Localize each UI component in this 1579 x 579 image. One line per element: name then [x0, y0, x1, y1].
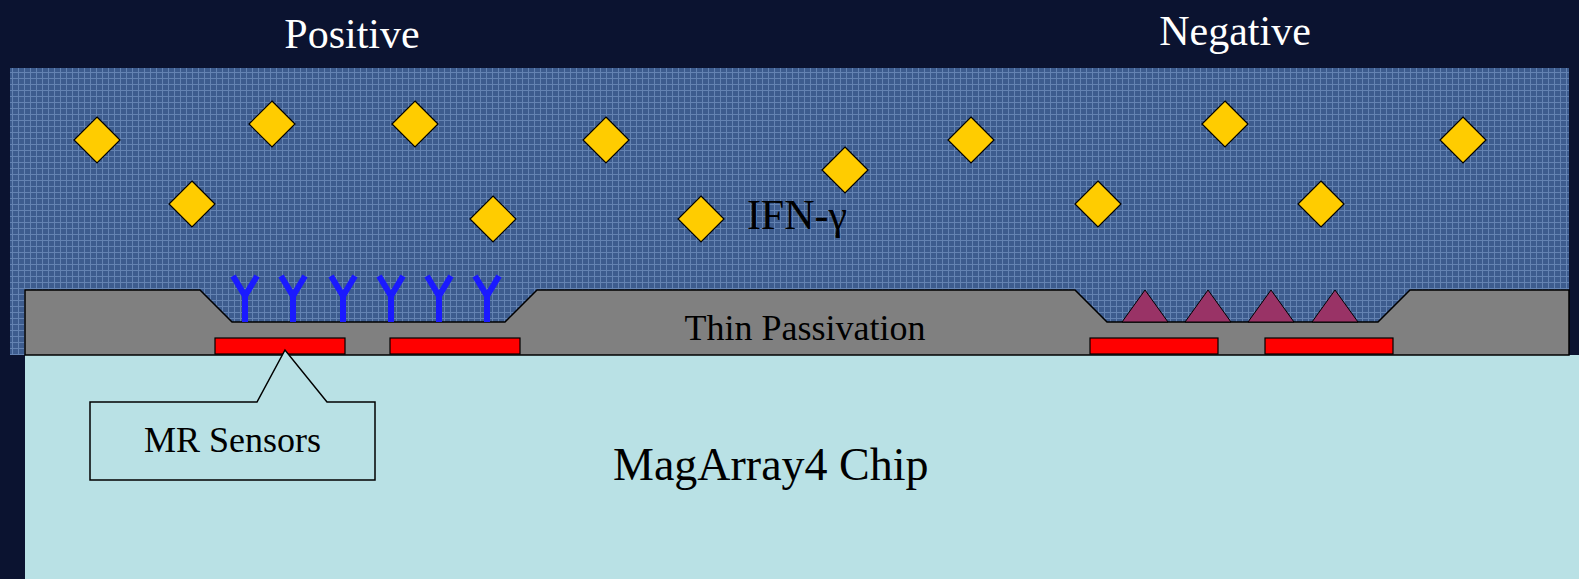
- callout-box: MR Sensors: [90, 402, 375, 480]
- node-text: Thin Passivation: [685, 309, 926, 349]
- chip-body-area: MagArray4 Chip MR Sensors: [25, 355, 1579, 579]
- mr-sensor: [390, 338, 520, 354]
- ifn-gamma-molecule: [822, 147, 868, 193]
- antibody: [281, 276, 305, 322]
- ifn-gamma-molecule: [1075, 181, 1121, 227]
- antibody: [331, 276, 355, 322]
- passivation-layer: [25, 290, 1569, 355]
- mr-sensor: [1265, 338, 1393, 354]
- ifn-gamma-molecule: [392, 101, 438, 147]
- antibody: [475, 276, 499, 322]
- passivation-label-area: Thin Passivation: [540, 305, 1070, 353]
- antibodies: [233, 276, 499, 322]
- antibody: [233, 276, 257, 322]
- node-text: MagArray4 Chip: [613, 440, 929, 491]
- column-heading: Negative: [1159, 8, 1311, 54]
- ifn-gamma-molecule: [948, 117, 994, 163]
- ifn-gamma-molecules: [74, 101, 1486, 242]
- antibody: [427, 276, 451, 322]
- ifn-gamma-molecule: [169, 181, 215, 227]
- node-text: MR Sensors: [144, 421, 321, 461]
- control-protein: [1122, 290, 1168, 322]
- mr-sensor: [1090, 338, 1218, 354]
- mr-sensor: [215, 338, 345, 354]
- header-band: [0, 0, 1579, 68]
- ifn-gamma-molecule: [678, 196, 724, 242]
- control-protein: [1312, 290, 1358, 322]
- ifn-gamma-molecule: [74, 117, 120, 163]
- antibody: [379, 276, 403, 322]
- control-proteins: [1122, 290, 1358, 322]
- control-protein: [1185, 290, 1231, 322]
- column-heading: Positive: [284, 11, 419, 57]
- ifn-gamma-molecule: [249, 101, 295, 147]
- ifn-gamma-molecule: [470, 196, 516, 242]
- callout-outline: [90, 350, 375, 480]
- control-protein: [1248, 290, 1294, 322]
- solution-region: [10, 68, 1569, 355]
- ifn-gamma-molecule: [1440, 117, 1486, 163]
- ifn-gamma-molecule: [1298, 181, 1344, 227]
- ifn-gamma-molecule: [583, 117, 629, 163]
- analyte-label: IFN-γ: [747, 192, 847, 238]
- ifn-gamma-molecule: [1202, 101, 1248, 147]
